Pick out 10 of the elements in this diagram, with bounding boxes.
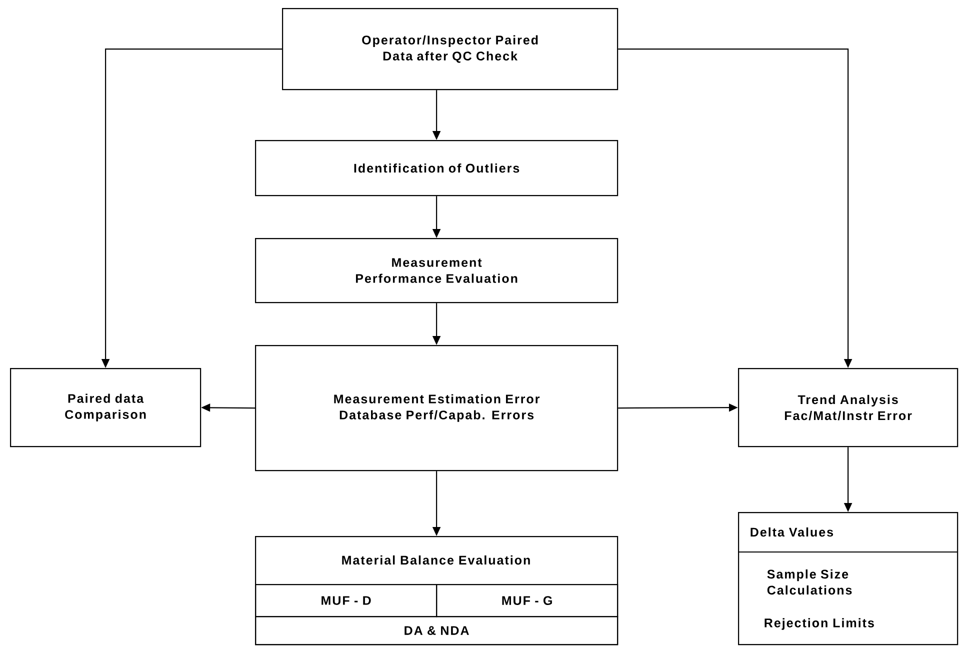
table-cell: MUF - G	[436, 584, 618, 618]
table-cell: DA & NDA	[255, 616, 618, 646]
process-box: Trend Analysis Fac/Mat/Instr Error	[738, 368, 958, 448]
process-box: Paired data Comparison	[10, 368, 202, 448]
process-box: Identification of Outliers	[255, 140, 618, 196]
process-box: Measurement Performance Evaluation	[255, 238, 618, 304]
process-box: Operator/Inspector Paired Data after QC Check	[282, 8, 618, 90]
table-box: Delta Values Sample Size Calculations Rejection Limits	[738, 512, 958, 646]
table-cell: MUF - D	[255, 584, 438, 618]
process-box: Measurement Estimation Error Database Perf/Capab. Errors	[255, 345, 618, 472]
